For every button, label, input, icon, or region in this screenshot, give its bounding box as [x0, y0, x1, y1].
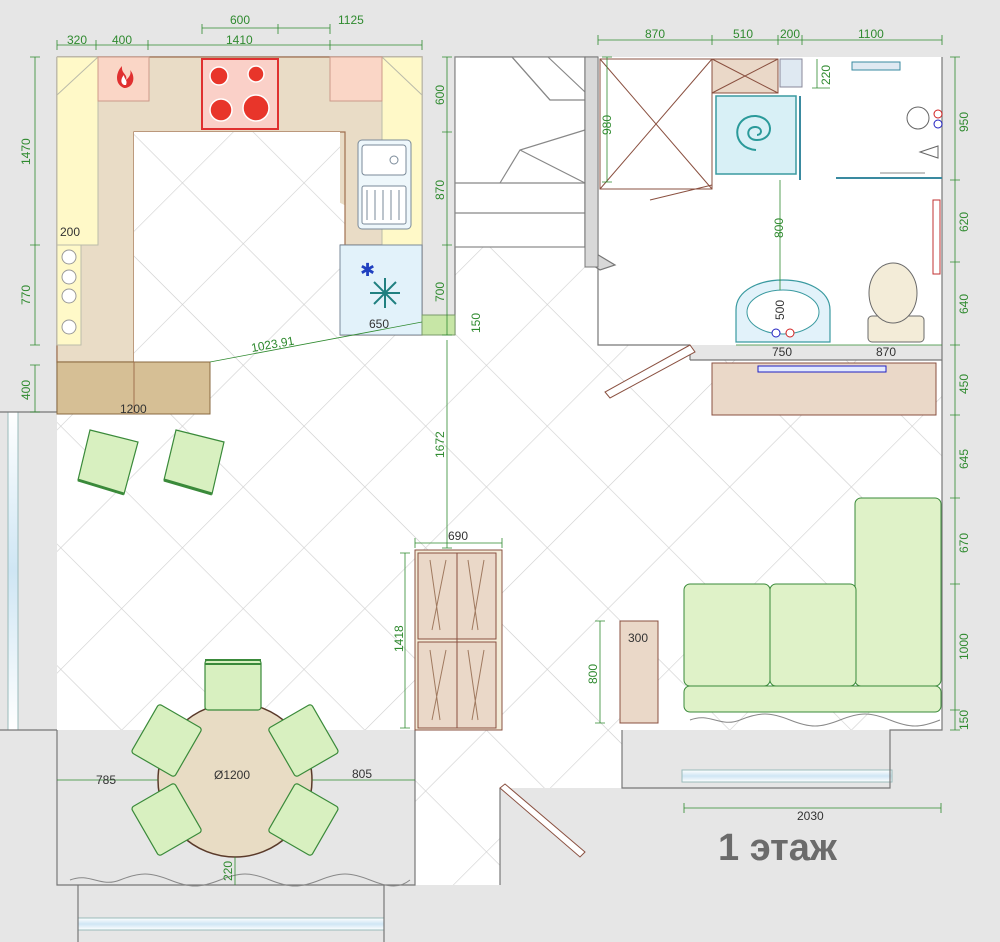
dim-label: 1410: [226, 33, 253, 47]
dimension-lines: [30, 24, 960, 885]
dim-label: 220: [819, 65, 833, 85]
dim-label: 1470: [19, 138, 33, 165]
dim-label: 640: [957, 294, 971, 314]
dim-label: 1125: [338, 13, 364, 27]
windows: [0, 411, 893, 942]
bar-stool: [77, 429, 139, 496]
dim-label: 645: [957, 449, 971, 469]
dim-label: 220: [221, 861, 235, 881]
dim-label: 150: [957, 710, 971, 730]
dim-label: 600: [433, 85, 447, 105]
dim-label: 1100: [858, 27, 884, 41]
dim-label: 980: [600, 115, 614, 135]
dim-label: 500: [773, 300, 787, 320]
dim-label: 600: [230, 13, 250, 27]
dim-label: 870: [876, 345, 896, 359]
kitchen: ✱: [56, 56, 456, 496]
bathroom: [599, 58, 943, 399]
dim-label: 770: [19, 285, 33, 305]
dim-label: 785: [96, 773, 116, 787]
spice-rack: [56, 244, 82, 346]
dim-label: 150: [469, 313, 483, 333]
living-room: [499, 362, 942, 858]
dim-label: 1418: [392, 625, 406, 652]
washbasin-icon: [735, 279, 831, 343]
dim-label: 750: [772, 345, 792, 359]
floor-title: 1 этаж: [718, 827, 838, 869]
dim-label: 510: [733, 27, 753, 41]
bar-stool: [163, 429, 225, 496]
dim-label: 800: [586, 664, 600, 684]
dim-label: Ø1200: [214, 768, 250, 782]
dim-label: 400: [112, 33, 132, 47]
shower-icon: [715, 95, 797, 175]
dim-label: 400: [19, 380, 33, 400]
dim-label: 200: [60, 225, 80, 239]
toilet-icon: [867, 262, 925, 343]
dim-label: 300: [628, 631, 648, 645]
dim-label: 1200: [120, 402, 147, 416]
cooktop-icon: [201, 58, 279, 130]
dim-label: 620: [957, 212, 971, 232]
staircase: [454, 56, 617, 271]
dim-label: 800: [772, 218, 786, 238]
dim-label: 690: [448, 529, 468, 543]
dim-label: 1000: [957, 633, 971, 660]
dim-label: 200: [780, 27, 800, 41]
dim-label: 1672: [433, 431, 447, 458]
dim-label: 650: [369, 317, 389, 331]
dim-label: 700: [433, 282, 447, 302]
sink-icon: [357, 139, 412, 230]
dim-label: 950: [957, 112, 971, 132]
dim-label: 2030: [797, 809, 824, 823]
dishwasher-icon: ✱: [339, 244, 423, 336]
dim-label: 870: [433, 180, 447, 200]
dim-label: 320: [67, 33, 87, 47]
dimension-labels: 320 400 600 1410 1125 1470 770 400 600 8…: [19, 13, 971, 881]
dim-label: 870: [645, 27, 665, 41]
svg-text:✱: ✱: [360, 260, 375, 281]
wardrobe: [414, 549, 503, 731]
fire-icon: [117, 66, 134, 88]
dim-label: 450: [957, 374, 971, 394]
dim-label: 670: [957, 533, 971, 553]
sofa: [683, 497, 942, 727]
dim-label: 805: [352, 767, 372, 781]
